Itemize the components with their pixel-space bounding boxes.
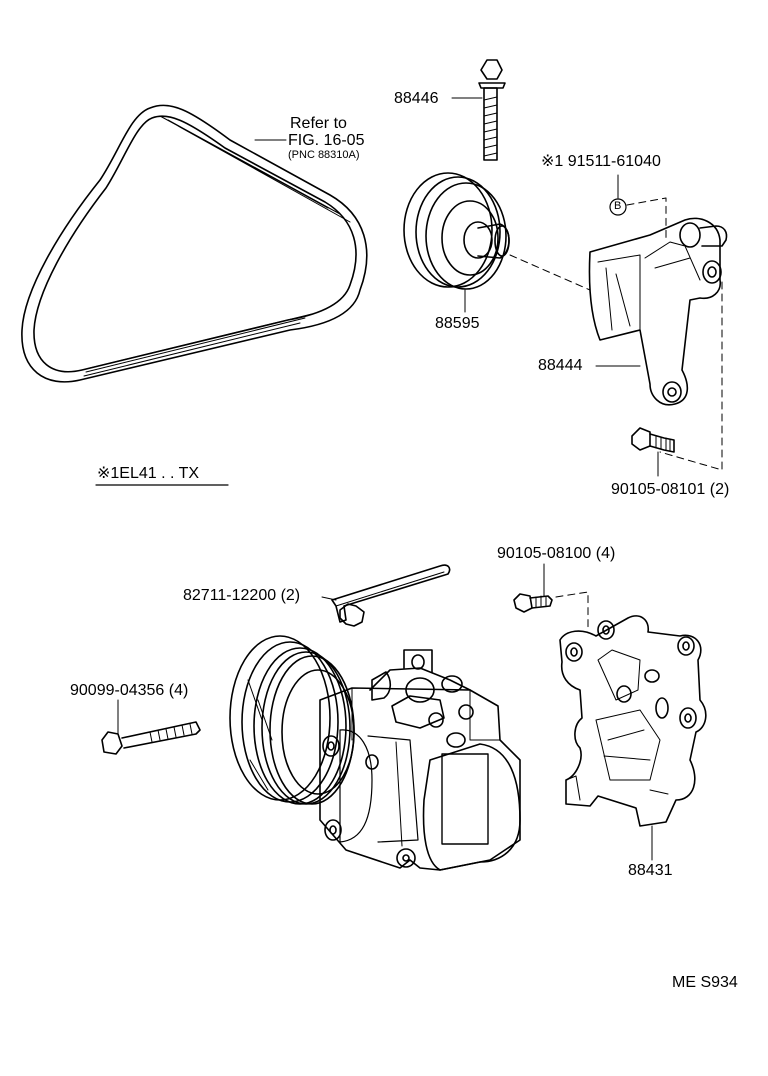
part-88595-label: 88595 bbox=[435, 315, 480, 332]
bolt-90105-08100 bbox=[513, 593, 553, 613]
marker-b-label: B bbox=[614, 200, 622, 212]
dashed-link-lower-bolt bbox=[555, 591, 589, 631]
ac-compressor bbox=[229, 635, 521, 871]
part-82711-label: 82711-12200 (2) bbox=[183, 587, 301, 604]
part-90099-label: 90099-04356 (4) bbox=[70, 682, 189, 699]
dashed-link-upper-bolt bbox=[659, 281, 723, 471]
leader-82711 bbox=[321, 596, 337, 601]
part-88444-label: 88444 bbox=[538, 357, 583, 374]
bolt-90099-04356 bbox=[101, 721, 201, 755]
part-90105-08100-label: 90105-08100 (4) bbox=[497, 545, 616, 562]
part-90105-08101-label: 90105-08101 (2) bbox=[611, 481, 730, 498]
v-belt bbox=[21, 104, 368, 383]
diagram-code-label: ME S934 bbox=[672, 974, 738, 991]
marker-b-circle bbox=[609, 198, 627, 216]
belt-fig-label: FIG. 16-05 bbox=[288, 132, 365, 149]
dashed-link-pulley bbox=[509, 254, 591, 291]
bolt-88446 bbox=[478, 59, 506, 161]
part-88446-label: 88446 bbox=[394, 90, 439, 107]
belt-pnc-label: (PNC 88310A) bbox=[288, 149, 360, 161]
bolt-90105-08101 bbox=[631, 427, 675, 453]
belt-refer-to-label: Refer to bbox=[290, 115, 347, 132]
note-91511-label: ※1 91511-61040 bbox=[541, 153, 661, 170]
idler-pulley bbox=[403, 172, 510, 290]
bracket-88431 bbox=[559, 615, 707, 827]
bracket-88444 bbox=[588, 217, 728, 406]
dashed-link-b bbox=[626, 197, 667, 241]
wire-clamp bbox=[331, 564, 451, 627]
part-88431-label: 88431 bbox=[628, 862, 673, 879]
applicability-label: ※1EL41 . . TX bbox=[97, 465, 200, 482]
